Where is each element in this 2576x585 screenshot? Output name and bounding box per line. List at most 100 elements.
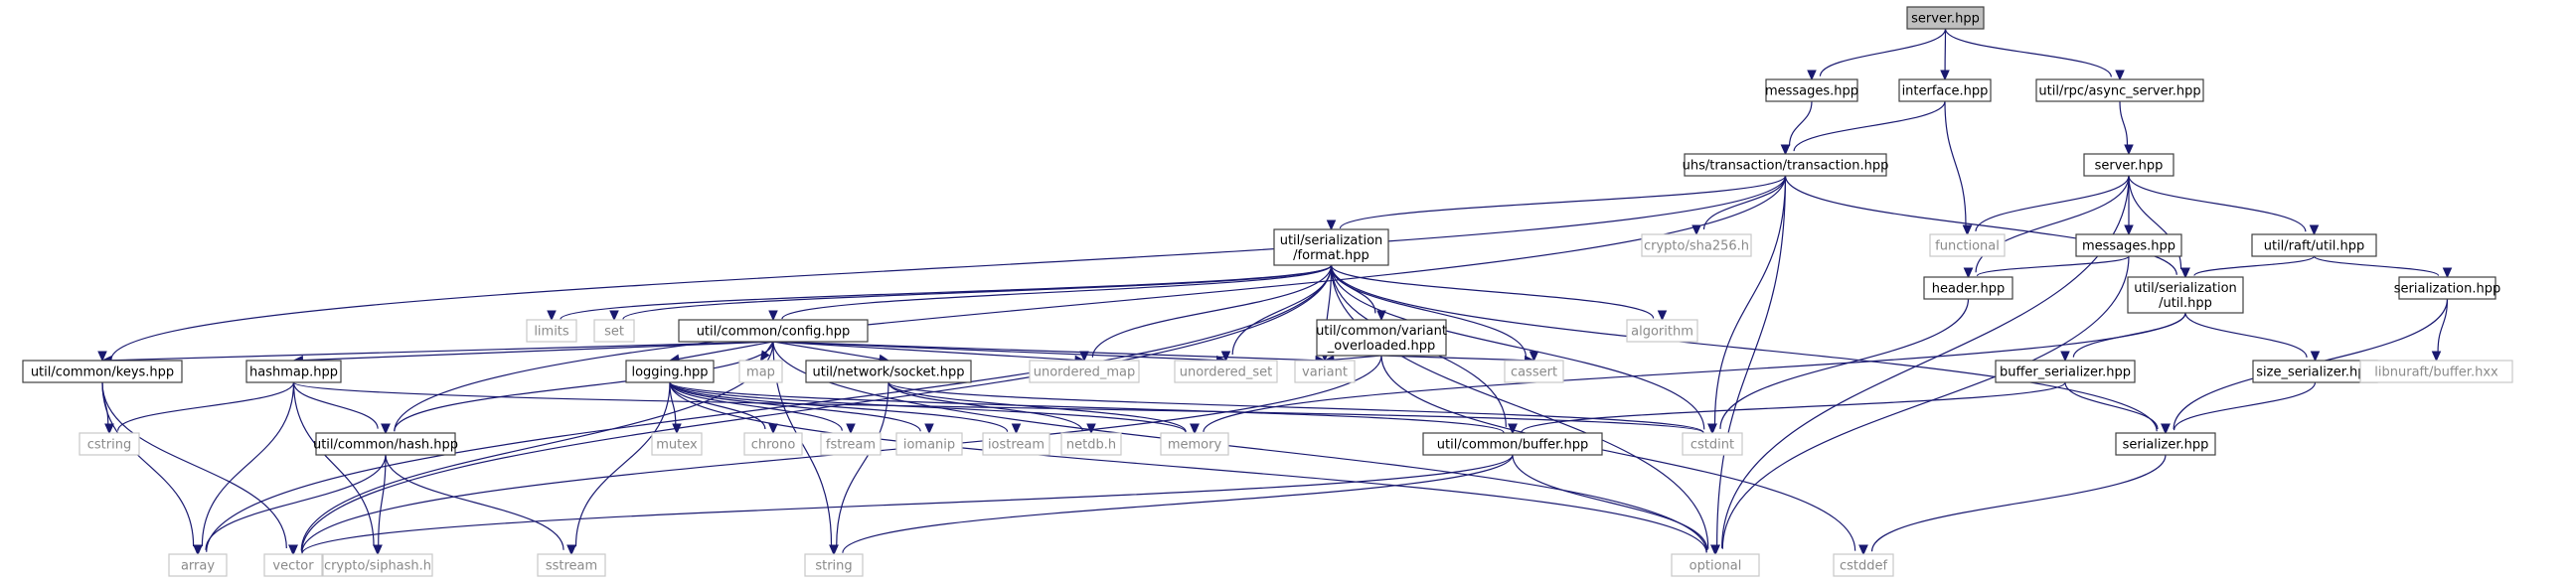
edge-serializer-to-cstddef: [1858, 454, 2167, 556]
edge-format-to-serializer: [1330, 264, 2171, 435]
node-serialization[interactable]: serialization.hpp: [2394, 276, 2501, 300]
edge-line: [117, 381, 295, 431]
node-config[interactable]: util/common/config.hpp: [678, 319, 869, 343]
node-transaction[interactable]: uhs/transaction/transaction.hpp: [1683, 153, 1889, 177]
edge-line: [781, 264, 1333, 320]
node-variant-overloaded[interactable]: util/common/variant_overloaded.hpp: [1316, 319, 1447, 357]
edge-line: [887, 381, 1704, 433]
edge-buffer_serializer-to-serializer: [2064, 381, 2171, 435]
nodes-layer: server.hpp messages.hpp interface.hpp util/…: [22, 6, 2513, 577]
node-raft-util[interactable]: util/raft/util.hpp: [2251, 233, 2377, 257]
edge-arrowhead: [1962, 224, 1973, 236]
node-label: util/common/config.hpp: [697, 325, 851, 340]
edge-line: [1333, 355, 1382, 361]
edge-arrowhead: [2060, 351, 2070, 363]
edge-line: [669, 381, 1009, 432]
node-label: crypto/sha256.h: [1644, 239, 1749, 254]
node-server-mid[interactable]: server.hpp: [2083, 153, 2174, 177]
node-siphash: crypto/siphash.h: [322, 553, 433, 577]
node-header[interactable]: header.hpp: [1923, 276, 2013, 300]
node-box: [79, 432, 140, 456]
node-interface[interactable]: interface.hpp: [1898, 78, 1992, 102]
node-algorithm: algorithm: [1626, 319, 1698, 343]
edge-arrowhead: [1940, 70, 1950, 81]
node-keys[interactable]: util/common/keys.hpp: [22, 360, 183, 383]
node-label: variant: [1302, 366, 1348, 380]
edge-line: [1339, 175, 1787, 229]
node-string: string: [804, 553, 864, 577]
node-label: set: [604, 325, 624, 340]
edge-server_mid-to-raft_util: [2128, 175, 2320, 236]
edge-line: [1976, 255, 2130, 277]
edge-line: [622, 264, 1333, 320]
edge-hashmap-to-siphash: [292, 381, 383, 556]
node-socket[interactable]: util/network/socket.hpp: [805, 360, 972, 383]
edge-transaction-to-format: [1326, 175, 1787, 231]
edge-arrowhead: [381, 423, 391, 435]
edge-line: [394, 341, 774, 432]
node-hashmap[interactable]: hashmap.hpp: [245, 360, 342, 383]
edge-hashmap-to-cstring: [104, 381, 295, 435]
edge-line: [1870, 454, 2167, 552]
node-server-root[interactable]: server.hpp: [1906, 6, 1985, 30]
node-label: uhs/transaction/transaction.hpp: [1683, 159, 1889, 174]
node-map: map: [738, 360, 783, 383]
edge-line: [1784, 175, 2177, 275]
edge-line: [205, 454, 387, 550]
edge-hash-to-array: [193, 454, 387, 556]
node-logging[interactable]: logging.hpp: [625, 360, 715, 383]
edge-line: [1231, 264, 1333, 355]
edge-arrowhead: [2161, 423, 2171, 435]
node-format[interactable]: util/serialization/format.hpp: [1273, 228, 1389, 266]
node-buffer[interactable]: util/common/buffer.hpp: [1422, 432, 1603, 456]
edge-keys-to-vector: [101, 381, 298, 556]
node-label: util/common/variant: [1316, 324, 1447, 339]
node-ser-util[interactable]: util/serialization/util.hpp: [2127, 276, 2244, 314]
node-label: memory: [1168, 438, 1222, 453]
edge-arrowhead: [2124, 224, 2134, 236]
node-label: buffer_serializer.hpp: [2000, 366, 2131, 380]
node-optional: optional: [1671, 553, 1760, 577]
node-messages-top[interactable]: messages.hpp: [1765, 78, 1858, 102]
node-box: [22, 360, 183, 383]
node-cstdint: cstdint: [1682, 432, 1743, 456]
edge-hashmap-to-cstdint: [292, 381, 1717, 435]
node-hash[interactable]: util/common/hash.hpp: [313, 432, 458, 456]
edge-line: [887, 381, 1187, 432]
edge-line: [394, 175, 1787, 432]
node-box: [315, 432, 456, 456]
edge-arrowhead: [609, 310, 619, 322]
edge-line: [110, 175, 1787, 361]
node-label: server.hpp: [1911, 12, 1980, 27]
node-box: [805, 360, 972, 383]
edge-socket-to-memory: [887, 381, 1200, 435]
edge-logging-to-optional: [669, 381, 1720, 556]
edge-arrowhead: [924, 423, 934, 435]
edge-socket-to-netdb: [887, 381, 1096, 435]
node-box: [1029, 360, 1140, 383]
node-buffer-serializer[interactable]: buffer_serializer.hpp: [1995, 360, 2136, 383]
edge-arrowhead: [672, 423, 682, 435]
node-serializer[interactable]: serializer.hpp: [2115, 432, 2216, 456]
node-box: [2115, 432, 2216, 456]
node-label: /format.hpp: [1293, 248, 1369, 263]
edge-format-to-algorithm: [1330, 264, 1668, 322]
node-cassert: cassert: [1504, 360, 1564, 383]
node-async-server[interactable]: util/rpc/async_server.hpp: [2035, 78, 2204, 102]
node-netdb: netdb.h: [1060, 432, 1122, 456]
edge-line: [772, 341, 1076, 362]
edge-line: [1702, 175, 1787, 230]
node-messages-mid[interactable]: messages.hpp: [2075, 233, 2182, 257]
node-label: limits: [534, 325, 569, 340]
node-box: [2083, 153, 2174, 177]
node-size-serializer[interactable]: size_serializer.hpp: [2252, 360, 2378, 383]
edge-line: [1716, 175, 1787, 546]
edge-arrowhead: [193, 544, 203, 556]
edge-line: [678, 341, 774, 360]
edge-size_serializer-to-serializer: [2161, 381, 2317, 435]
edge-arrowhead: [846, 423, 856, 435]
edge-transaction-to-cstdint: [1707, 175, 1787, 435]
edge-line: [1380, 355, 1526, 362]
edge-arrowhead: [1858, 544, 1868, 556]
